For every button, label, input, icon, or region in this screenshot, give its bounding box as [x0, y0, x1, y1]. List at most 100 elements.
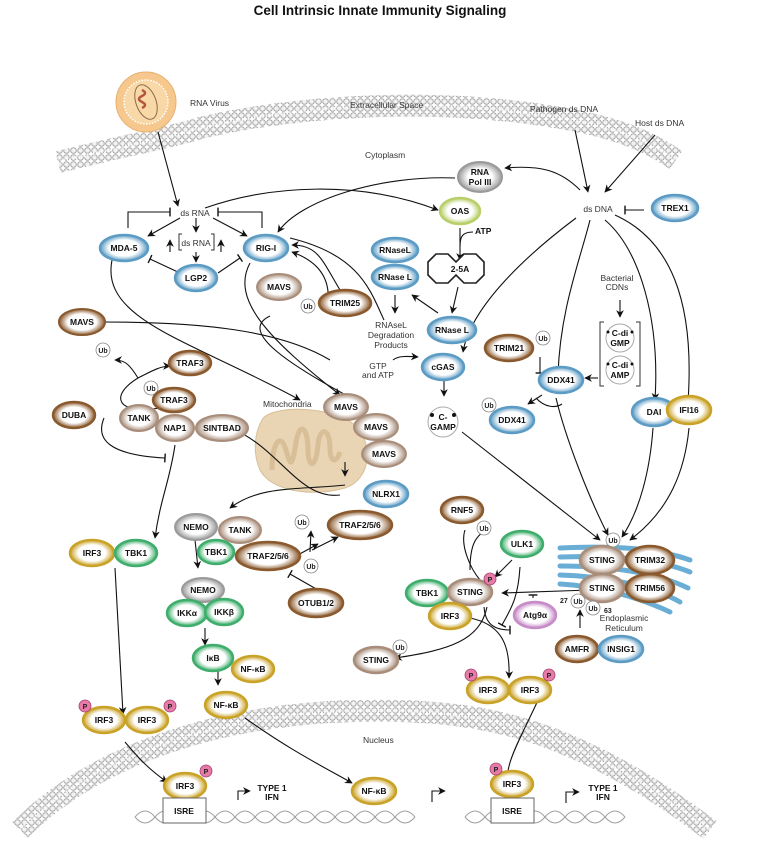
ub-badge-rnf5: Ub — [476, 520, 492, 536]
svg-text:ISRE: ISRE — [502, 806, 522, 816]
node-nfkb-a[interactable]: NF-κB — [230, 654, 276, 684]
svg-text:P: P — [488, 577, 493, 584]
node-dai[interactable]: DAI — [630, 396, 678, 428]
svg-text:STING: STING — [589, 555, 615, 565]
node-trim25[interactable]: TRIM25 — [317, 288, 373, 318]
p-badge-sting: P — [483, 572, 497, 586]
node-irf3-dimer-left-1[interactable]: IRF3 — [81, 705, 127, 735]
node-trim21[interactable]: TRIM21 — [483, 333, 535, 363]
ub-badge-trim21: Ub — [535, 330, 551, 346]
svg-text:NF-κB: NF-κB — [240, 664, 265, 674]
svg-text:IRF3: IRF3 — [95, 715, 114, 725]
node-irf3-dimer-right-1[interactable]: IRF3 — [465, 675, 511, 705]
node-nlrx1[interactable]: NLRX1 — [362, 479, 410, 509]
node-mavs-a[interactable]: MAVS — [256, 273, 302, 301]
node-cgamp[interactable]: C- GAMP — [427, 406, 459, 438]
node-lgp2[interactable]: LGP2 — [173, 263, 219, 293]
node-nfkb-nuclear[interactable]: NF-κB — [350, 776, 398, 806]
node-atg9a[interactable]: Atg9α — [512, 600, 558, 630]
node-amfr[interactable]: AMFR — [554, 634, 600, 664]
node-cgas[interactable]: cGAS — [420, 352, 466, 382]
node-nemo-b[interactable]: NEMO — [181, 577, 225, 603]
node-otub[interactable]: OTUB1/2 — [287, 587, 345, 619]
node-sintbad[interactable]: SINTBAD — [195, 414, 249, 442]
svg-text:TBK1: TBK1 — [125, 548, 147, 558]
node-sting-c[interactable]: STING — [446, 577, 494, 607]
node-tbk1-c[interactable]: TBK1 — [404, 578, 450, 608]
node-rnasel-c[interactable]: RNase L — [426, 315, 478, 345]
node-ddx41-a[interactable]: DDX41 — [537, 365, 585, 395]
svg-text:TANK: TANK — [128, 413, 152, 423]
region-nucleus: Nucleus — [363, 735, 394, 745]
node-oas[interactable]: OAS — [438, 196, 482, 226]
node-traf256-a[interactable]: TRAF2/5/6 — [234, 540, 302, 572]
node-rnasel-b[interactable]: RNase L — [370, 263, 420, 291]
node-nfkb-b[interactable]: NF-κB — [203, 690, 249, 720]
node-ulk1[interactable]: ULK1 — [499, 529, 545, 559]
svg-text:NEMO: NEMO — [190, 585, 216, 595]
svg-text:RNase L: RNase L — [378, 272, 412, 282]
node-traf256-b[interactable]: TRAF2/5/6 — [326, 509, 394, 541]
type1-ifn-left-1: TYPE 1 — [257, 783, 287, 793]
svg-text:P: P — [547, 673, 552, 680]
promoter-arrow-left — [237, 787, 251, 800]
node-insig1[interactable]: INSIG1 — [597, 634, 645, 664]
svg-text:Ub: Ub — [297, 520, 306, 527]
node-ikb[interactable]: IκB — [191, 643, 235, 673]
node-mavs-b[interactable]: MAVS — [58, 308, 106, 336]
node-mda5[interactable]: MDA-5 — [98, 233, 150, 263]
svg-text:DDX41: DDX41 — [498, 415, 526, 425]
node-traf3-b[interactable]: TRAF3 — [151, 386, 197, 414]
region-cytoplasm: Cytoplasm — [365, 150, 405, 160]
node-sting-er2[interactable]: STING — [578, 572, 626, 604]
degradation-label-3: Products — [374, 340, 408, 350]
node-mavs-m2[interactable]: MAVS — [353, 413, 399, 441]
degradation-label-1: RNAseL — [375, 320, 407, 330]
node-c-di-amp[interactable]: C-di AMP — [605, 355, 635, 385]
node-mavs-m3[interactable]: MAVS — [361, 440, 407, 468]
node-mavs-m1[interactable]: MAVS — [323, 393, 369, 421]
node-rnf5[interactable]: RNF5 — [439, 495, 485, 525]
svg-text:NF-κB: NF-κB — [213, 700, 238, 710]
node-ikka[interactable]: IKKα — [165, 598, 209, 628]
svg-text:RNase L: RNase L — [435, 325, 469, 335]
svg-text:STING: STING — [457, 587, 483, 597]
bacterial-cdns-label-2: CDNs — [606, 282, 629, 292]
node-traf3-a[interactable]: TRAF3 — [167, 349, 213, 377]
svg-text:Atg9α: Atg9α — [523, 610, 548, 620]
svg-text:IRF3: IRF3 — [441, 611, 460, 621]
svg-text:Ub: Ub — [538, 336, 547, 343]
promoter-arrow-mid — [431, 787, 446, 802]
svg-text:P: P — [204, 769, 209, 776]
node-rna-pol-iii[interactable]: RNA Pol III — [457, 161, 503, 193]
node-tank-a[interactable]: TANK — [119, 404, 159, 432]
node-duba[interactable]: DUBA — [51, 400, 97, 430]
node-ddx41-b[interactable]: DDX41 — [488, 405, 536, 435]
node-irf3-dimer-right-2[interactable]: IRF3 — [507, 675, 553, 705]
node-nemo-a[interactable]: NEMO — [174, 513, 218, 541]
node-nap1[interactable]: NAP1 — [155, 414, 195, 442]
node-trim32[interactable]: TRIM32 — [624, 544, 676, 576]
node-tbk1-b[interactable]: TBK1 — [196, 538, 236, 566]
node-irf3-a[interactable]: IRF3 — [68, 538, 116, 568]
node-rnasel-a[interactable]: RNaseL — [370, 236, 420, 264]
node-sting-er1[interactable]: STING — [578, 544, 626, 576]
node-tank-b[interactable]: TANK — [218, 516, 262, 544]
svg-text:Ub: Ub — [608, 538, 617, 545]
node-ifi16[interactable]: IFI16 — [665, 394, 713, 426]
node-tbk1-a[interactable]: TBK1 — [113, 538, 159, 568]
node-irf3-dimer-left-2[interactable]: IRF3 — [124, 705, 170, 735]
node-sting-ub[interactable]: STING — [352, 645, 400, 675]
type1-ifn-right-2: IFN — [596, 792, 610, 802]
node-rig-i[interactable]: RIG-I — [242, 233, 290, 263]
diagram-title: Cell Intrinsic Innate Immunity Signaling — [254, 3, 507, 18]
node-c-di-gmp[interactable]: C-di GMP — [605, 323, 635, 353]
svg-text:OTUB1/2: OTUB1/2 — [298, 598, 334, 608]
node-trex1[interactable]: TREX1 — [650, 193, 700, 223]
node-ikkb[interactable]: IKKβ — [203, 597, 245, 627]
svg-text:INSIG1: INSIG1 — [607, 644, 635, 654]
node-irf3-nuclear-left[interactable]: IRF3 — [162, 771, 208, 801]
node-irf3-c[interactable]: IRF3 — [427, 601, 473, 631]
node-trim56[interactable]: TRIM56 — [624, 572, 676, 604]
node-irf3-nuclear-right[interactable]: IRF3 — [489, 769, 535, 799]
